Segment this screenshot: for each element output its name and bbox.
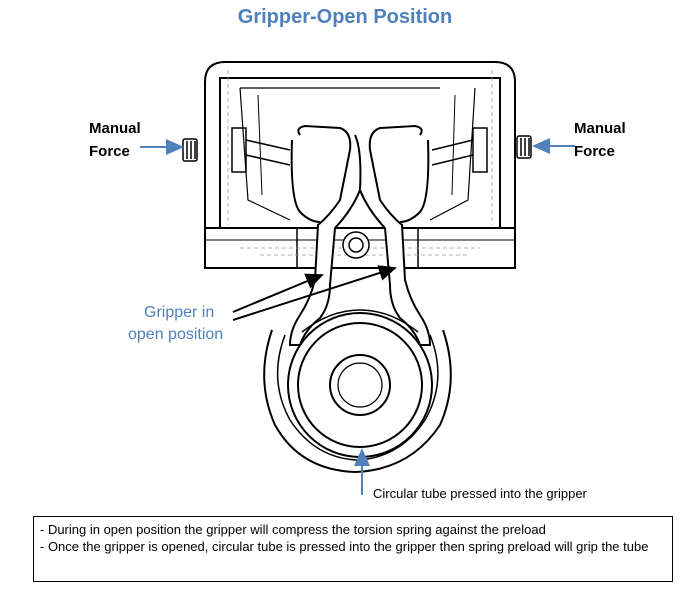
left-push-button xyxy=(182,138,198,162)
tube-label: Circular tube pressed into the gripper xyxy=(373,486,587,501)
diagram-title: Gripper-Open Position xyxy=(237,6,453,28)
left-force-label: Manual Force xyxy=(89,120,141,160)
right-force-label: Manual Force xyxy=(574,120,626,160)
gripper-label: Gripper in open position xyxy=(128,304,224,343)
note-line-1: - During in open position the gripper wi… xyxy=(40,522,546,537)
gripper-pointer-left xyxy=(232,273,324,313)
notes-box: - During in open position the gripper wi… xyxy=(33,516,673,582)
gripper-jaws xyxy=(288,124,432,346)
note-line-2: - Once the gripper is opened, circular t… xyxy=(40,539,649,554)
gripper-pointer-right xyxy=(232,265,397,321)
right-push-button xyxy=(516,135,532,159)
circular-tube xyxy=(263,309,452,474)
center-pin xyxy=(342,231,370,259)
